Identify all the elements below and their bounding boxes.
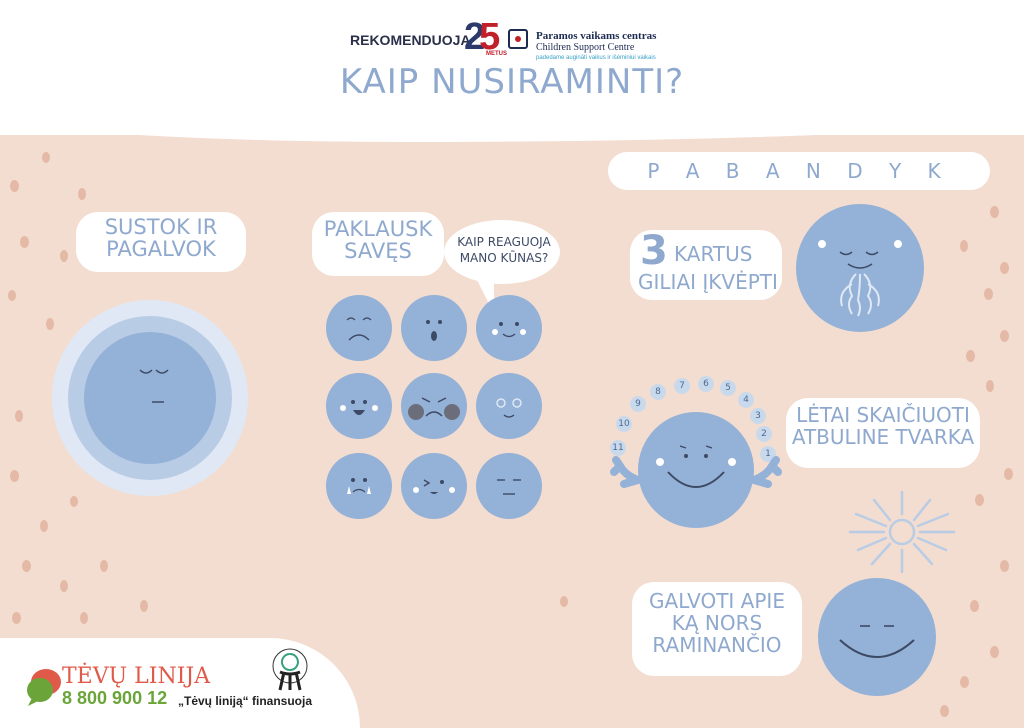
logo-metus: METUS: [486, 51, 507, 57]
header-wave: [0, 112, 1024, 142]
calm-face-large: [52, 300, 248, 500]
breath-card: 3 KARTUS GILIAI ĮKVĖPTI: [630, 228, 782, 300]
recommend-label: REKOMENDUOJA: [350, 32, 471, 48]
dizzy-face: [476, 373, 542, 439]
funded-text: „Tėvų liniją“ finansuoja: [178, 694, 313, 708]
happy-face: [326, 373, 392, 439]
speech-text: KAIP REAGUOJA MANO KŪNAS?: [457, 235, 551, 265]
ministry-emblem-icon: [270, 648, 310, 698]
tevu-linija-logo-icon: [26, 666, 62, 710]
count-number-1: 1: [760, 446, 776, 462]
count-number-9: 9: [630, 396, 646, 412]
surprised-face: [401, 295, 467, 361]
count-number-7: 7: [674, 378, 690, 394]
org-name-lt: Paramos vaikams centras: [536, 30, 657, 42]
counting-face: [608, 408, 784, 532]
crying-face: [326, 453, 392, 519]
think-label: GALVOTI APIE KĄ NORS RAMINANČIO: [632, 582, 802, 676]
angry-face: [401, 373, 467, 439]
org-name-en: Children Support Centre: [536, 42, 635, 53]
smiling-face: [818, 578, 936, 700]
breath-number: 3: [640, 228, 668, 274]
breathing-face: [796, 204, 924, 338]
count-number-10: 10: [616, 416, 632, 432]
shy-face: [476, 295, 542, 361]
emotion-faces-grid: [326, 294, 552, 528]
try-header: P A B A N D Y K: [608, 152, 990, 190]
count-number-11: 11: [610, 440, 626, 456]
count-number-8: 8: [650, 384, 666, 400]
count-number-6: 6: [698, 376, 714, 392]
org-tagline: padedame augināti vaikus ir išėminiui va…: [536, 55, 656, 61]
breath-label-a: KARTUS: [674, 242, 753, 266]
page-title: KAIP NUSIRAMINTI?: [339, 62, 685, 102]
count-number-3: 3: [750, 408, 766, 424]
sad-face: [326, 295, 392, 361]
neutral-face: [476, 453, 542, 519]
phone-number: 8 800 900 12: [62, 688, 168, 708]
org-name: Paramos vaikams centras Children Support…: [536, 31, 656, 64]
count-number-5: 5: [720, 380, 736, 396]
stop-label: SUSTOK IR PAGALVOK: [76, 212, 246, 272]
count-numbers: 11 10 9 8 7 6 5 4 3 2 1: [604, 374, 784, 474]
count-label: LĖTAI SKAIČIUOTI ATBULINE TVARKA: [786, 398, 980, 468]
ask-label: PAKLAUSK SAVĘS: [312, 212, 444, 276]
sun-icon: [846, 488, 956, 582]
winking-face: [401, 453, 467, 519]
org-logo-icon: [508, 29, 528, 49]
count-number-4: 4: [738, 392, 754, 408]
breath-label-b: GILIAI ĮKVĖPTI: [638, 270, 778, 294]
count-number-2: 2: [756, 426, 772, 442]
brand-name: TĖVŲ LINIJA: [62, 664, 211, 689]
